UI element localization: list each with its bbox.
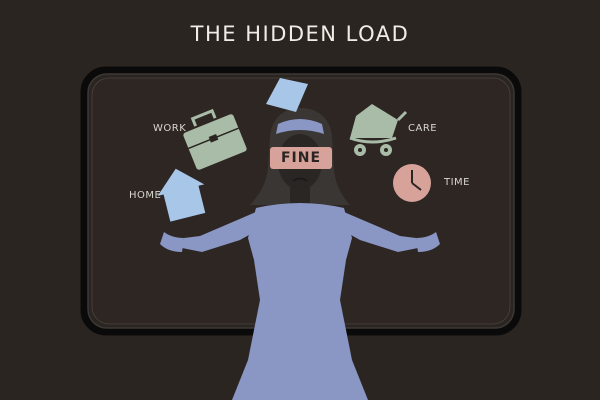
stroller-icon xyxy=(349,104,408,156)
page-title: THE HIDDEN LOAD xyxy=(190,22,410,46)
clock-icon xyxy=(393,164,431,202)
house-icon xyxy=(157,168,206,222)
briefcase-icon xyxy=(183,108,247,170)
label-time: TIME xyxy=(444,177,471,188)
fine-blindfold: FINE xyxy=(270,147,332,169)
woman-figure xyxy=(160,108,440,400)
label-work: WORK xyxy=(153,123,187,134)
label-home: HOME xyxy=(129,190,162,201)
paper-icon xyxy=(266,78,308,112)
label-care: CARE xyxy=(408,123,438,134)
